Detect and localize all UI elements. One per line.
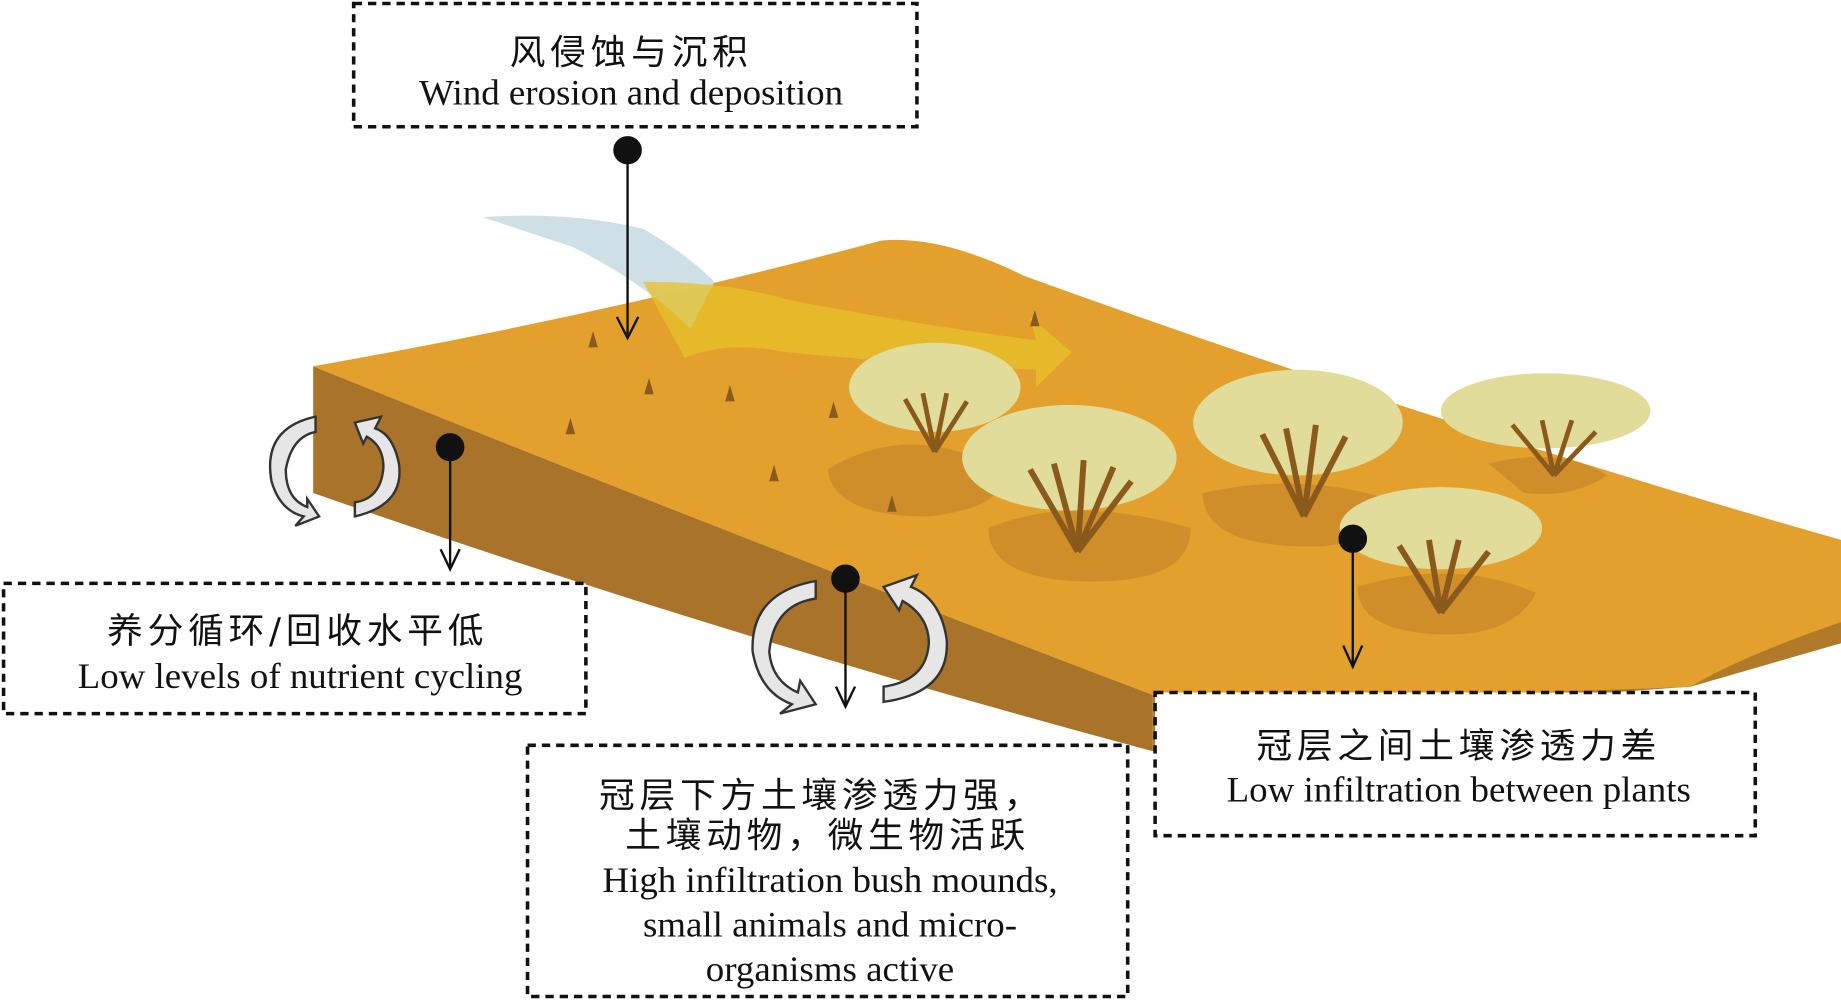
label-low-infiltration: 冠层之间土壤渗透力差 Low infiltration between plan… bbox=[1153, 690, 1758, 838]
pointers bbox=[435, 136, 1368, 710]
cycle-arrow-icon bbox=[353, 414, 401, 518]
label-nutrient-cycling: 养分循环/回收水平低 Low levels of nutrient cyclin… bbox=[1, 581, 588, 716]
bush bbox=[1193, 369, 1403, 518]
grass-tuft bbox=[725, 384, 735, 402]
label-wind-erosion: 风侵蚀与沉积 Wind erosion and deposition bbox=[351, 1, 919, 129]
bush bbox=[962, 404, 1177, 554]
bush bbox=[849, 342, 1021, 454]
grass-tuft bbox=[1030, 309, 1040, 327]
mound-patch bbox=[988, 510, 1191, 582]
wind-band bbox=[482, 215, 715, 329]
grass-tuft bbox=[644, 377, 654, 395]
label-en: Low levels of nutrient cycling bbox=[78, 655, 523, 696]
grass-tuft bbox=[769, 464, 779, 482]
bush bbox=[1440, 373, 1651, 477]
cycle-arrow-icon bbox=[881, 573, 948, 704]
label-cn-line1: 冠层下方土壤渗透力强， bbox=[599, 776, 1044, 817]
label-en-line1: High infiltration bush mounds, bbox=[602, 859, 1057, 900]
label-cn: 养分循环/回收水平低 bbox=[107, 611, 488, 652]
cycling-arrows bbox=[269, 414, 948, 715]
label-en-line3: organisms active bbox=[706, 948, 954, 989]
grass-tufts bbox=[565, 309, 1040, 512]
label-cn-line2: 土壤动物，微生物活跃 bbox=[625, 816, 1030, 857]
grass-tuft bbox=[565, 417, 576, 435]
mound-patch bbox=[1488, 457, 1608, 495]
label-en: Wind erosion and deposition bbox=[419, 72, 843, 113]
cycle-arrow-icon bbox=[751, 579, 818, 715]
label-en-line2: small animals and micro- bbox=[643, 904, 1017, 945]
mound-patch bbox=[827, 444, 999, 517]
label-cn: 冠层之间土壤渗透力差 bbox=[1256, 726, 1661, 767]
label-en: Low infiltration between plants bbox=[1227, 769, 1691, 810]
grass-tuft bbox=[828, 401, 839, 418]
grass-tuft bbox=[887, 495, 897, 512]
label-high-infiltration: 冠层下方土壤渗透力强， 土壤动物，微生物活跃 High infiltration… bbox=[525, 743, 1130, 999]
grass-tuft bbox=[588, 330, 598, 348]
cycle-arrow-icon bbox=[269, 415, 321, 527]
bushes bbox=[849, 342, 1651, 615]
bush bbox=[1339, 487, 1543, 615]
label-cn: 风侵蚀与沉积 bbox=[510, 33, 753, 74]
